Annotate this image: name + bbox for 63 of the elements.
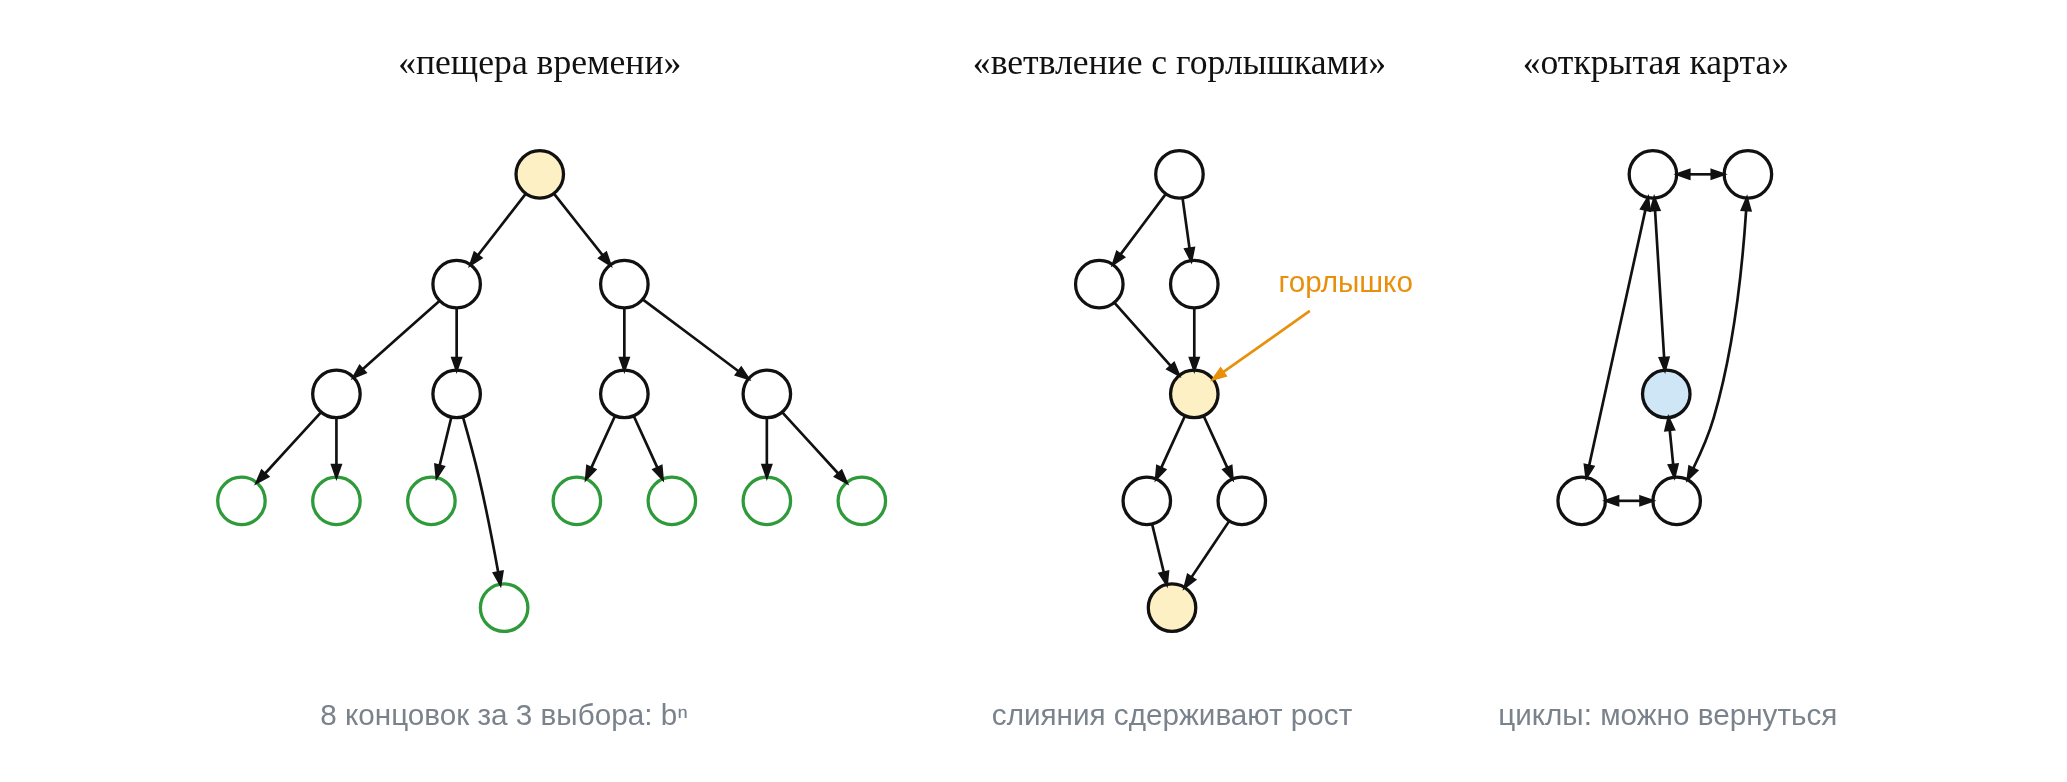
- node-circle: [1640, 368, 1692, 420]
- arrow: [1672, 168, 1728, 181]
- arrow: [1182, 520, 1230, 591]
- label: «открытая карта»: [1522, 41, 1789, 82]
- arrow: [1685, 194, 1752, 483]
- node-circle: [310, 368, 362, 420]
- arrow: [1150, 524, 1169, 589]
- node-circle: [1627, 148, 1678, 200]
- arrow: [1648, 194, 1670, 374]
- arrow: [584, 415, 616, 483]
- node-circle: [645, 475, 697, 527]
- node-circle: [1120, 475, 1172, 527]
- arrow: [1113, 301, 1181, 378]
- arrow: [253, 411, 322, 486]
- label: 8 концовок за 3 выбора: bⁿ: [319, 697, 688, 731]
- node-circle: [310, 475, 362, 527]
- node-circle: [835, 475, 887, 527]
- node-circle: [430, 368, 482, 420]
- label: слияния сдерживают рост: [991, 697, 1352, 731]
- node-circle: [598, 368, 650, 420]
- arrow: [1209, 309, 1311, 382]
- arrow: [467, 193, 527, 268]
- label: «ветвление с горлышками»: [972, 41, 1386, 82]
- arrow: [1201, 415, 1234, 483]
- arrow: [632, 415, 664, 483]
- arrow: [1582, 194, 1651, 482]
- node-circle: [1168, 258, 1220, 310]
- arrow: [552, 193, 613, 268]
- arrow: [1663, 413, 1679, 481]
- node-circle: [478, 582, 529, 634]
- node-circle: [740, 368, 792, 420]
- label: «пещера времени»: [397, 41, 681, 82]
- node-text: горлышко: [1277, 264, 1413, 298]
- arrow: [781, 411, 849, 486]
- arrow: [641, 298, 751, 381]
- node-circle: [1215, 475, 1267, 527]
- arrow: [433, 417, 453, 482]
- node-circle: [513, 148, 565, 200]
- arrow: [1154, 415, 1186, 483]
- arrow: [1601, 494, 1656, 507]
- arrow: [1110, 193, 1167, 268]
- node-circle: [1153, 148, 1205, 200]
- arrow: [461, 417, 504, 589]
- arrow: [617, 308, 630, 374]
- arrow: [760, 418, 773, 481]
- node-circle: [551, 475, 602, 527]
- node-circle: [1722, 148, 1773, 200]
- arrow: [1187, 308, 1200, 374]
- label: циклы: можно вернуться: [1497, 697, 1837, 731]
- node-circle: [1073, 258, 1125, 310]
- arrow: [329, 418, 342, 481]
- node-circle: [1650, 475, 1702, 527]
- arrow: [1180, 197, 1195, 265]
- node-circle: [598, 258, 650, 310]
- arrow: [450, 308, 463, 374]
- node-circle: [1146, 582, 1197, 634]
- node-circle: [215, 475, 267, 527]
- node-circle: [1555, 475, 1607, 527]
- node-circle: [430, 258, 482, 310]
- node-circle: [1168, 368, 1220, 420]
- arrow: [350, 299, 440, 380]
- node-circle: [740, 475, 792, 527]
- node-circle: [405, 475, 457, 527]
